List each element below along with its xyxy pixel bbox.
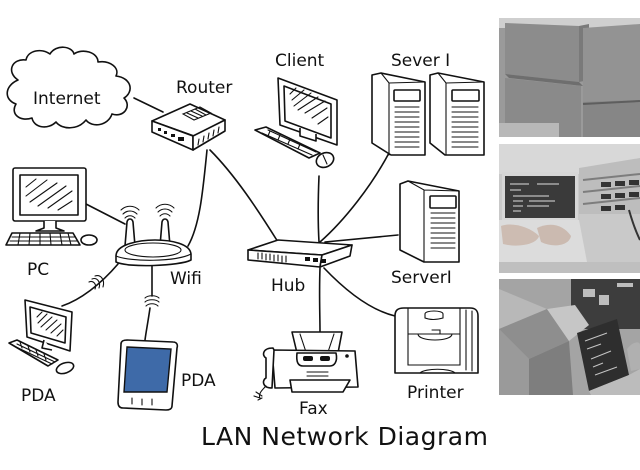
server-1-node[interactable]: ServerI (391, 180, 460, 288)
desktop-computer-icon (8, 299, 75, 375)
wireless-signal-icon (88, 275, 160, 307)
connections (61, 97, 399, 341)
internet-node[interactable]: Internet (6, 46, 131, 129)
desktop-computer-icon (5, 167, 98, 246)
link-pda-wifi (61, 263, 119, 307)
client-node[interactable]: Client (254, 51, 338, 170)
link-tablet-wifi (144, 265, 153, 341)
wireless-router-icon (115, 203, 192, 267)
fax-machine-icon (253, 331, 359, 401)
printer-label: Printer (407, 383, 464, 403)
internet-label: Internet (33, 89, 101, 109)
link-printer-hub (323, 267, 396, 317)
wifi-label: Wifi (170, 269, 202, 289)
link-sever-hub (319, 152, 390, 243)
lan-network-diagram: Internet Router Client (5, 46, 488, 451)
desktop-computer-icon (254, 77, 338, 169)
fax-node[interactable]: Fax (253, 331, 359, 419)
link-client-hub (317, 175, 320, 243)
cloud-icon (6, 46, 131, 129)
printer-node[interactable]: Printer (394, 307, 479, 403)
sever-1-node[interactable]: Sever I (371, 51, 485, 156)
router-label: Router (176, 78, 232, 98)
server-tower-icon (371, 72, 485, 156)
server-1-label: ServerI (391, 268, 452, 288)
fax-label: Fax (299, 399, 328, 419)
tablet-icon (117, 339, 179, 411)
sever-1-label: Sever I (391, 51, 450, 71)
link-router-hub (209, 149, 279, 243)
wifi-node[interactable]: Wifi (88, 203, 202, 307)
link-internet-router (133, 97, 164, 113)
pc-label: PC (27, 260, 49, 280)
link-pc-wifi (85, 203, 126, 225)
pda-computer-label: PDA (21, 386, 56, 406)
photo-open-box-laptop (499, 279, 640, 395)
photo-stacked-boxes (499, 18, 640, 137)
client-label: Client (275, 51, 325, 71)
printer-icon (394, 307, 479, 374)
pda-tablet-node[interactable]: PDA (117, 339, 216, 411)
diagram-title: LAN Network Diagram (201, 422, 488, 451)
link-server2-hub (324, 234, 399, 243)
hub-label: Hub (271, 276, 305, 296)
router-node[interactable]: Router (151, 78, 232, 151)
pda-computer-node[interactable]: PDA (8, 299, 75, 406)
pc-node[interactable]: PC (5, 167, 98, 280)
pda-tablet-label: PDA (181, 371, 216, 391)
router-icon (151, 103, 226, 151)
photo-laptop-switches (499, 144, 640, 273)
hub-node[interactable]: Hub (247, 239, 353, 296)
tablet-screen (123, 346, 172, 393)
server-tower-icon (399, 180, 460, 263)
network-hub-icon (247, 239, 353, 268)
link-router-wifi (187, 149, 208, 247)
